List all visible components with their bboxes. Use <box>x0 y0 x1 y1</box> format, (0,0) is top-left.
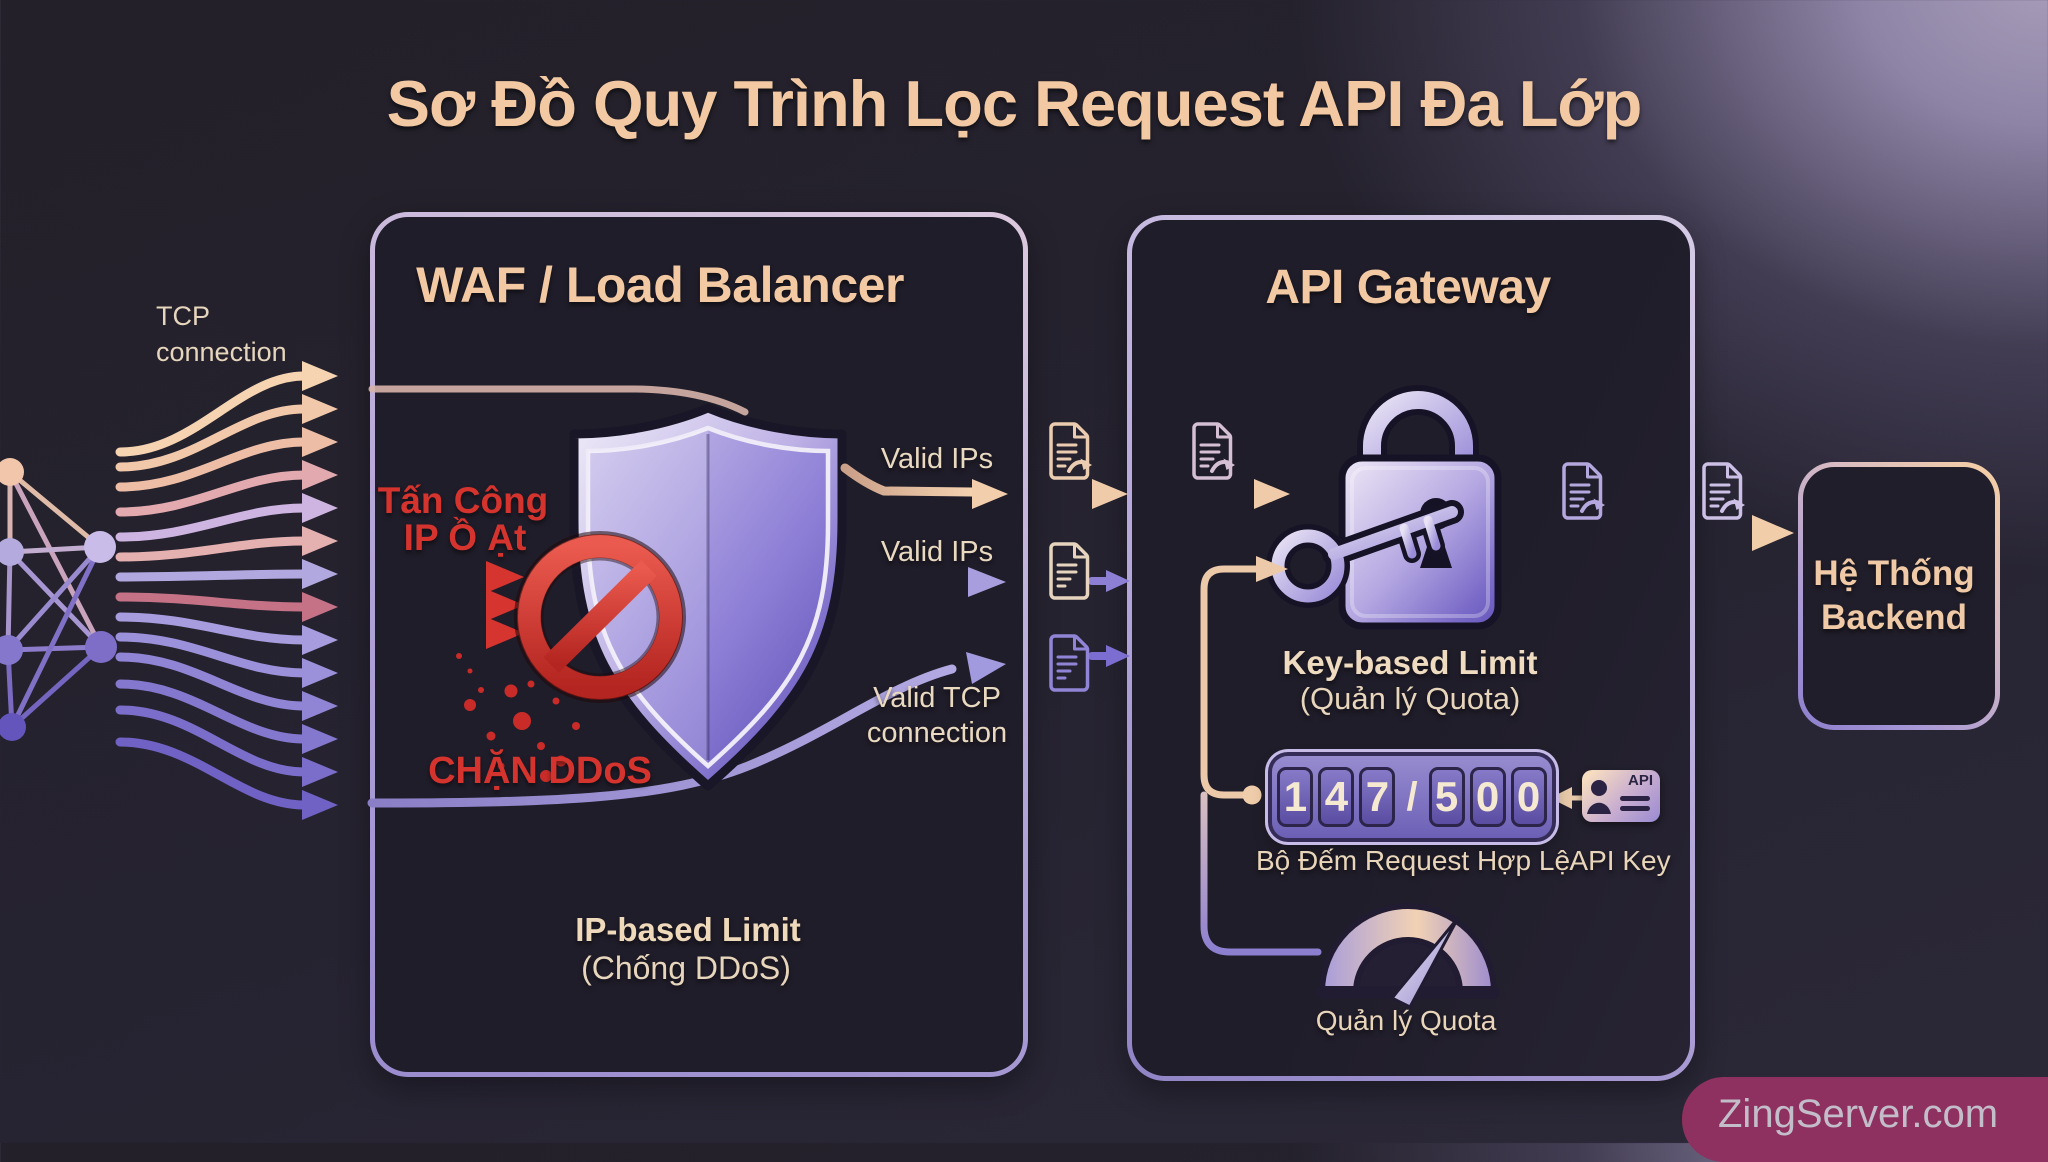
tcp-connection-label: TCP connection <box>156 301 287 367</box>
attack-label-line2: IP Ồ Ạt <box>403 517 527 558</box>
id-card-person-icon <box>1587 780 1650 814</box>
valid-ips-label-1: Valid IPs <box>880 443 994 475</box>
backend-system-box <box>1798 462 2000 730</box>
document-icon <box>1049 634 1090 692</box>
counter-digit: 5 <box>1428 767 1465 827</box>
key-limit-subtitle: (Quản lý Quota) <box>1299 681 1521 716</box>
request-counter: 1 4 7 / 5 0 0 <box>1272 756 1552 838</box>
gauge-caption: Quản lý Quota <box>1315 1005 1497 1036</box>
backend-box-interior <box>1803 467 1995 725</box>
ip-limit-title: IP-based Limit <box>575 911 801 948</box>
valid-ips-label-2: Valid IPs <box>880 536 994 568</box>
counter-digit: 4 <box>1318 767 1355 827</box>
shield-icon <box>569 403 847 791</box>
document-forward-icon <box>1194 424 1235 478</box>
counter-digit: 0 <box>1510 767 1547 827</box>
document-forward-icon <box>1051 424 1092 478</box>
counter-separator: / <box>1406 774 1418 819</box>
counter-digit: 0 <box>1469 767 1506 827</box>
counter-digit: 1 <box>1277 767 1314 827</box>
waf-box-title: WAF / Load Balancer <box>416 257 904 313</box>
page-title: Sơ Đồ Quy Trình Lọc Request API Đa Lớp <box>386 67 1643 140</box>
valid-tcp-arrowhead <box>966 652 1006 684</box>
waf-inflow-line-top <box>368 385 749 416</box>
document-icon <box>1049 542 1090 600</box>
watermark-text: ZingServer.com <box>1718 1092 1999 1136</box>
document-forward-icon <box>1564 464 1605 518</box>
attack-arrows <box>368 561 524 649</box>
document-forward-icon <box>1704 464 1745 518</box>
backend-title-line1: Hệ Thống <box>1813 554 1975 593</box>
network-mesh-icon <box>0 458 117 741</box>
gauge-icon <box>1316 903 1500 1009</box>
backend-title-line2: Backend <box>1821 598 1967 637</box>
no-entry-icon <box>514 531 686 703</box>
blood-splatter <box>456 653 580 782</box>
counter-caption: Bộ Đếm Request Hợp Lệ <box>1255 845 1571 876</box>
valid-flow-arrows <box>840 463 1290 667</box>
watermark-badge: ZingServer.com <box>1682 1077 2048 1162</box>
api-gateway-box <box>1127 215 1695 1081</box>
api-card-text: API <box>1627 772 1653 789</box>
quota-connector-line <box>1200 556 1322 956</box>
backend-arrowhead <box>1752 515 1794 551</box>
valid-tcp-label: Valid TCP connection <box>866 682 1008 749</box>
valid-tcp-flow-line <box>367 664 957 808</box>
attack-label-line1: Tấn Công <box>377 480 549 521</box>
lock-key-icon <box>1266 385 1502 630</box>
ip-limit-subtitle: (Chống DDoS) <box>581 950 791 986</box>
traffic-fan-arrows <box>115 361 338 820</box>
api-key-card-icon: API <box>1582 770 1660 822</box>
key-limit-title: Key-based Limit <box>1282 644 1538 681</box>
block-ddos-label: CHẶN DDoS <box>428 750 652 792</box>
gateway-box-title: API Gateway <box>1265 261 1551 314</box>
api-key-caption: API Key <box>1569 845 1671 876</box>
counter-digit: 7 <box>1359 767 1396 827</box>
